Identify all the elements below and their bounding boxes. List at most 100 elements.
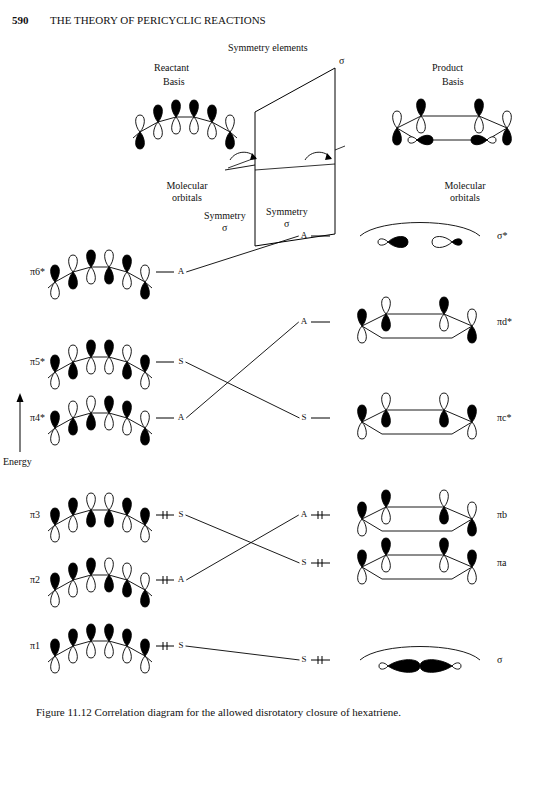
cyclohexadiene-ring bbox=[397, 116, 507, 140]
energy-level bbox=[156, 580, 174, 581]
axis-label: Energy bbox=[3, 456, 32, 468]
symmetry-level: S bbox=[299, 557, 308, 569]
arrow-head bbox=[17, 393, 24, 402]
ring-outline bbox=[360, 223, 480, 237]
symmetry-letter: A bbox=[178, 574, 185, 584]
energy-axis bbox=[20, 398, 21, 452]
symmetry-letter: S bbox=[301, 412, 306, 422]
p-orbital-lobe bbox=[358, 550, 367, 567]
orbital-label: π2 bbox=[30, 574, 40, 586]
p-orbital-lobe bbox=[51, 590, 60, 607]
p-orbital-lobe bbox=[69, 515, 78, 532]
p-orbital-lobe bbox=[123, 362, 132, 379]
electron-pair bbox=[163, 511, 164, 519]
p-orbital-lobe bbox=[475, 116, 484, 133]
p-orbital-lobe bbox=[154, 122, 163, 139]
p-orbital-lobe bbox=[105, 641, 114, 658]
p-orbital-lobe bbox=[51, 411, 60, 428]
p-orbital-lobe bbox=[208, 105, 217, 122]
symbol: σ bbox=[284, 218, 289, 230]
heading: Symmetry elements bbox=[228, 42, 308, 54]
hexatriene-backbone bbox=[48, 413, 152, 434]
p-orbital-lobe bbox=[105, 558, 114, 575]
p-orbital-lobe bbox=[69, 646, 78, 663]
energy-level bbox=[311, 322, 330, 323]
orbital-label: σ* bbox=[497, 230, 507, 242]
p-orbital-lobe bbox=[69, 580, 78, 597]
p-orbital-lobe bbox=[51, 525, 60, 542]
correlation-stroke bbox=[186, 236, 299, 272]
p-orbital-lobe bbox=[154, 105, 163, 122]
sigma-lobe bbox=[388, 660, 420, 673]
p-orbital-lobe bbox=[382, 490, 391, 507]
p-orbital-lobe bbox=[105, 624, 114, 641]
p-orbital-lobe bbox=[141, 428, 150, 445]
hexatriene-backbone bbox=[48, 575, 152, 596]
heading: Molecular orbitals bbox=[436, 180, 494, 203]
arrow-head bbox=[325, 153, 332, 160]
p-orbital-lobe bbox=[87, 641, 96, 658]
correlation-stroke bbox=[186, 646, 300, 660]
electron-pair bbox=[322, 559, 323, 567]
p-orbital-lobe bbox=[468, 519, 477, 536]
electron-pair bbox=[163, 576, 164, 584]
sigma-lobe bbox=[408, 137, 417, 143]
p-orbital-lobe bbox=[468, 502, 477, 519]
correlation-line bbox=[186, 515, 299, 580]
correlation-line bbox=[186, 515, 300, 563]
electron-pair bbox=[318, 511, 319, 519]
p-orbital-lobe bbox=[468, 422, 477, 439]
p-orbital-lobe bbox=[87, 267, 96, 284]
p-orbital-lobe bbox=[468, 567, 477, 584]
sigma-lobe bbox=[388, 236, 408, 247]
sigma-lobe bbox=[452, 239, 462, 245]
p-orbital-lobe bbox=[69, 362, 78, 379]
symmetry-level: S bbox=[176, 509, 185, 521]
p-orbital-lobe bbox=[123, 272, 132, 289]
p-orbital-lobe bbox=[190, 117, 199, 134]
sigma-lobe bbox=[378, 239, 388, 245]
p-orbital-lobe bbox=[440, 555, 449, 572]
p-orbital-lobe bbox=[69, 418, 78, 435]
symmetry-level: A bbox=[176, 412, 187, 424]
p-orbital-lobe bbox=[141, 265, 150, 282]
cyclohexadiene-ring bbox=[362, 555, 472, 579]
energy-level bbox=[311, 515, 330, 516]
heading: Basis bbox=[163, 76, 185, 88]
p-orbital-lobe bbox=[69, 345, 78, 362]
symmetry-level: A bbox=[176, 266, 187, 278]
symmetry-letter: A bbox=[301, 230, 308, 240]
electron-pair bbox=[318, 559, 319, 567]
electron-pair bbox=[318, 656, 319, 664]
sigma-lobe bbox=[417, 135, 433, 144]
orbital-label: π1 bbox=[30, 640, 40, 652]
p-orbital-lobe bbox=[141, 411, 150, 428]
p-orbital-lobe bbox=[87, 413, 96, 430]
p-orbital-lobe bbox=[440, 314, 449, 331]
cyclohexadiene-ring bbox=[362, 314, 472, 338]
correlation-stroke bbox=[186, 515, 299, 580]
p-orbital-lobe bbox=[358, 309, 367, 326]
p-orbital-lobe bbox=[417, 99, 426, 116]
rotation-arrow bbox=[305, 152, 331, 160]
p-orbital-lobe bbox=[123, 563, 132, 580]
symmetry-level: S bbox=[299, 654, 308, 666]
electron-pair bbox=[322, 656, 323, 664]
sigma-lobe bbox=[432, 236, 452, 247]
symbol: σ bbox=[222, 222, 227, 234]
symmetry-level: A bbox=[299, 509, 310, 521]
p-orbital-lobe bbox=[382, 538, 391, 555]
p-orbital-lobe bbox=[393, 111, 402, 128]
p-orbital-lobe bbox=[382, 393, 391, 410]
symmetry-letter: A bbox=[301, 316, 308, 326]
correlation-line bbox=[186, 236, 299, 272]
p-orbital-lobe bbox=[69, 401, 78, 418]
p-orbital-lobe bbox=[123, 498, 132, 515]
orbital-label: πd* bbox=[497, 316, 512, 328]
p-orbital-lobe bbox=[141, 590, 150, 607]
symmetry-level: A bbox=[299, 316, 310, 328]
energy-level bbox=[311, 418, 330, 419]
p-orbital-lobe bbox=[226, 115, 235, 132]
symmetry-letter: S bbox=[178, 640, 183, 650]
